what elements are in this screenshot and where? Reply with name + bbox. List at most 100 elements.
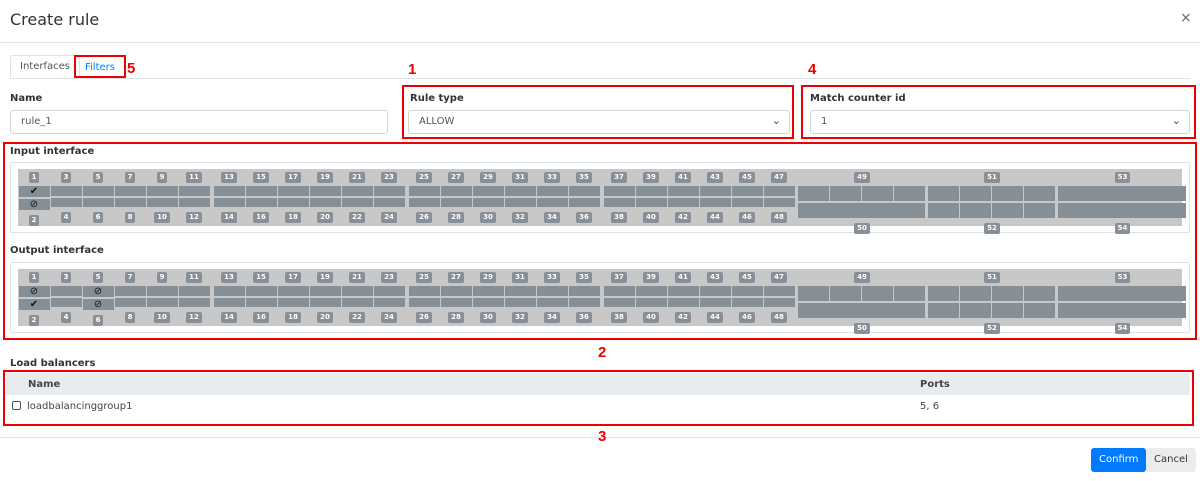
port-cell[interactable] (245, 186, 277, 196)
port-cell[interactable] (82, 197, 114, 207)
port-cell[interactable] (894, 286, 925, 301)
port-cell[interactable] (667, 286, 699, 296)
port-cell[interactable] (213, 297, 245, 307)
port-cell[interactable] (504, 297, 536, 307)
port-cell[interactable] (277, 197, 309, 207)
port-cell[interactable] (699, 297, 731, 307)
port-cell[interactable] (1058, 286, 1186, 301)
port-cell[interactable] (114, 186, 146, 196)
port-cell[interactable] (928, 203, 959, 218)
port-cell[interactable] (960, 203, 991, 218)
port-cell[interactable] (603, 286, 635, 296)
port-cell[interactable] (373, 286, 405, 296)
tab-filters[interactable]: Filters (74, 55, 126, 78)
name-input[interactable]: rule_1 (10, 110, 388, 134)
port-cell[interactable] (635, 297, 667, 307)
port-cell[interactable] (536, 186, 568, 196)
port-cell[interactable] (245, 286, 277, 296)
close-icon[interactable]: × (1180, 10, 1192, 26)
port-cell[interactable] (472, 186, 504, 196)
port-cell[interactable] (472, 297, 504, 307)
port-cell[interactable] (798, 303, 925, 318)
port-cell[interactable] (635, 186, 667, 196)
port-cell[interactable]: ⊘ (18, 199, 50, 210)
port-cell[interactable] (928, 186, 959, 201)
port-cell[interactable] (763, 286, 795, 296)
port-cell[interactable] (862, 286, 893, 301)
port-cell[interactable] (568, 297, 600, 307)
port-cell[interactable] (408, 286, 440, 296)
port-cell[interactable] (699, 197, 731, 207)
port-cell[interactable] (213, 286, 245, 296)
port-cell[interactable] (309, 197, 341, 207)
port-cell[interactable] (603, 186, 635, 196)
port-cell[interactable] (341, 297, 373, 307)
port-cell[interactable] (277, 297, 309, 307)
port-cell[interactable] (114, 286, 146, 296)
port-cell[interactable] (50, 186, 82, 196)
port-cell[interactable] (1024, 186, 1055, 201)
port-cell[interactable] (1058, 203, 1186, 218)
port-cell[interactable] (82, 186, 114, 196)
port-cell[interactable] (504, 286, 536, 296)
port-cell[interactable] (245, 197, 277, 207)
port-cell[interactable] (960, 186, 991, 201)
port-cell[interactable] (731, 186, 763, 196)
row-checkbox[interactable] (12, 401, 21, 410)
port-cell[interactable] (928, 303, 959, 318)
port-cell[interactable] (213, 186, 245, 196)
port-cell[interactable] (1024, 303, 1055, 318)
port-cell[interactable] (536, 286, 568, 296)
port-cell[interactable] (146, 286, 178, 296)
port-cell[interactable] (440, 286, 472, 296)
port-cell[interactable] (1058, 186, 1186, 201)
port-cell[interactable] (309, 297, 341, 307)
port-cell[interactable] (341, 197, 373, 207)
port-cell[interactable] (245, 297, 277, 307)
cancel-button[interactable]: Cancel (1146, 448, 1196, 472)
port-cell[interactable] (178, 186, 210, 196)
port-cell[interactable] (699, 186, 731, 196)
port-cell[interactable] (408, 297, 440, 307)
port-cell[interactable] (146, 297, 178, 307)
port-cell[interactable] (667, 297, 699, 307)
port-cell[interactable] (603, 297, 635, 307)
port-cell[interactable] (699, 286, 731, 296)
port-cell[interactable] (536, 297, 568, 307)
port-cell[interactable] (114, 297, 146, 307)
port-cell[interactable] (309, 286, 341, 296)
port-cell[interactable] (408, 186, 440, 196)
port-cell[interactable] (568, 286, 600, 296)
port-cell[interactable]: ⊘ (82, 286, 114, 297)
tab-interfaces[interactable]: Interfaces (10, 55, 80, 79)
port-cell[interactable] (830, 286, 861, 301)
rule-type-select[interactable]: ALLOW⌄ (408, 110, 790, 134)
port-cell[interactable] (1024, 286, 1055, 301)
port-cell[interactable] (213, 197, 245, 207)
port-cell[interactable] (341, 186, 373, 196)
port-cell[interactable] (928, 286, 959, 301)
port-cell[interactable]: ✔ (18, 299, 50, 310)
port-cell[interactable] (603, 197, 635, 207)
port-cell[interactable] (798, 186, 829, 201)
port-cell[interactable] (731, 286, 763, 296)
port-cell[interactable] (667, 186, 699, 196)
port-cell[interactable] (960, 286, 991, 301)
port-cell[interactable] (667, 197, 699, 207)
port-cell[interactable]: ⊘ (18, 286, 50, 297)
port-cell[interactable] (178, 197, 210, 207)
port-cell[interactable] (277, 286, 309, 296)
port-cell[interactable] (992, 203, 1023, 218)
port-cell[interactable] (472, 286, 504, 296)
port-cell[interactable]: ✔ (18, 186, 50, 197)
port-cell[interactable] (960, 303, 991, 318)
port-cell[interactable]: ⊘ (82, 299, 114, 310)
port-cell[interactable] (798, 286, 829, 301)
port-cell[interactable] (731, 197, 763, 207)
port-cell[interactable] (798, 203, 925, 218)
confirm-button[interactable]: Confirm (1091, 448, 1147, 472)
port-cell[interactable] (568, 197, 600, 207)
port-cell[interactable] (992, 186, 1023, 201)
port-cell[interactable] (536, 197, 568, 207)
port-cell[interactable] (862, 186, 893, 201)
